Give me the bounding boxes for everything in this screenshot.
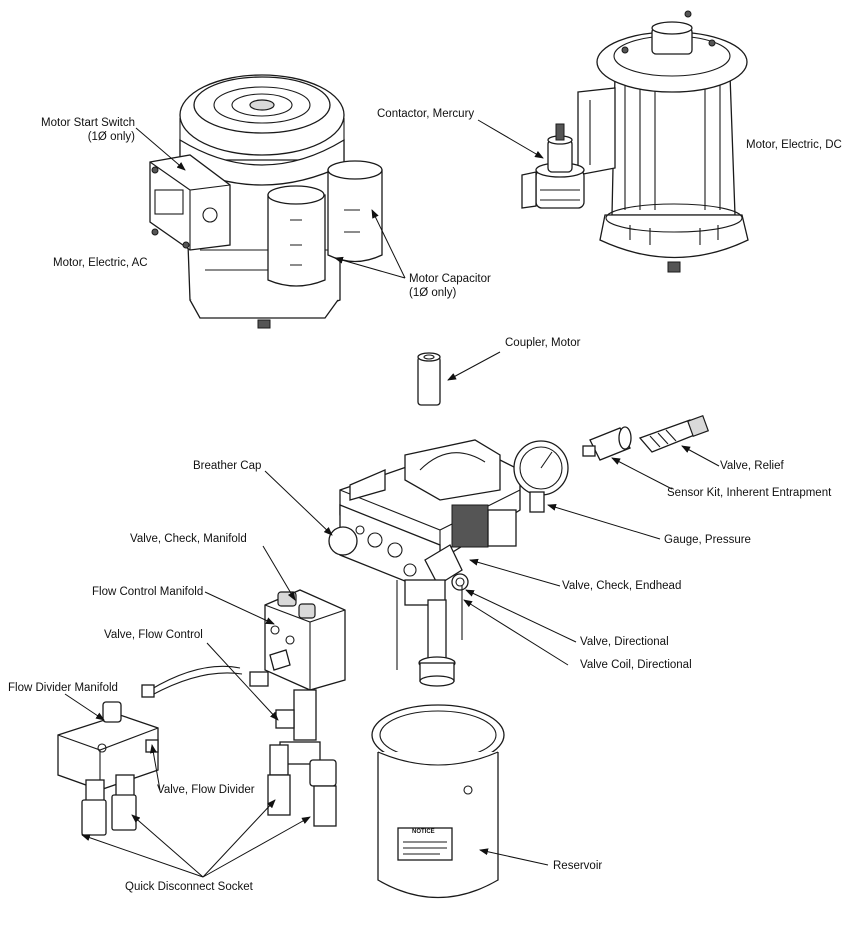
label-contactor-mercury: Contactor, Mercury [377,108,475,120]
mercury-contactor [521,123,585,209]
flow-control-manifold-part [141,589,346,827]
label-breather-cap: Breather Cap [193,460,262,472]
label-motor-start-switch: Motor Start Switch [41,117,135,129]
label-valve-directional: Valve, Directional [580,636,669,648]
label-valve-relief: Valve, Relief [720,460,784,472]
label-valve-flow-divider: Valve, Flow Divider [157,784,255,796]
label-valve-check-endhead: Valve, Check, Endhead [562,580,682,592]
label-motor-start-switch-note: (1Ø only) [87,131,135,143]
pump-endhead [328,439,569,687]
reservoir-tank [371,704,505,899]
flow-divider-manifold-part [57,701,159,836]
motor-coupler [417,352,441,406]
reservoir-notice-title: NOTICE [412,829,435,835]
ac-motor [149,74,383,329]
label-gauge-pressure: Gauge, Pressure [664,534,751,546]
dc-motor [577,10,749,273]
label-motor-capacitor: Motor Capacitor [409,273,491,285]
label-quick-disconnect-socket: Quick Disconnect Socket [125,881,253,893]
label-motor-electric-dc: Motor, Electric, DC [746,139,842,151]
label-valve-coil-directional: Valve Coil, Directional [580,659,692,671]
leader-lines [64,119,720,878]
label-motor-capacitor-note: (1Ø only) [409,287,457,299]
label-sensor-kit: Sensor Kit, Inherent Entrapment [667,487,832,499]
label-motor-electric-ac: Motor, Electric, AC [53,257,148,269]
relief-valve [638,414,710,453]
label-reservoir: Reservoir [553,860,603,872]
label-valve-flow-control: Valve, Flow Control [104,629,203,641]
label-flow-control-manifold: Flow Control Manifold [92,586,204,598]
sensor-kit [582,426,632,461]
label-coupler-motor: Coupler, Motor [505,337,581,349]
label-flow-divider-manifold: Flow Divider Manifold [8,682,118,694]
label-valve-check-manifold: Valve, Check, Manifold [130,533,247,545]
